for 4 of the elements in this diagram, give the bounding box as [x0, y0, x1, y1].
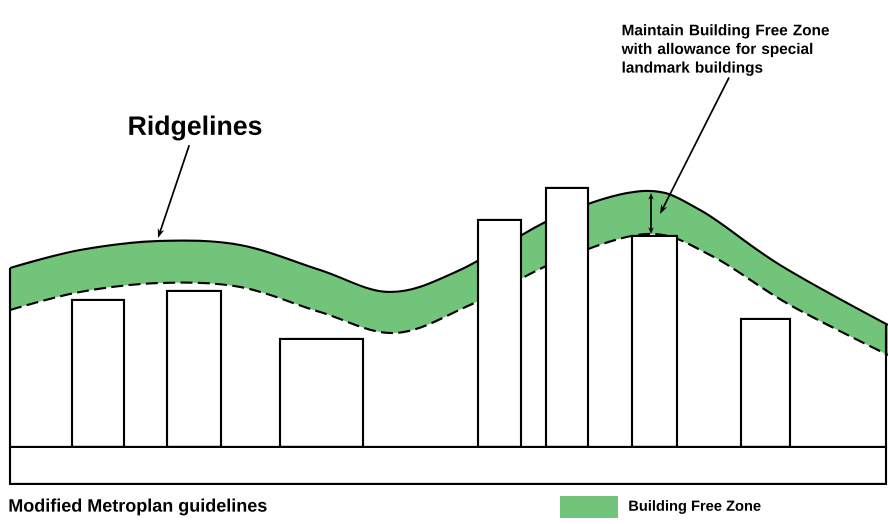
- legend-label: Building Free Zone: [629, 500, 761, 514]
- caption: Modified Metroplan guidelines: [10, 498, 267, 516]
- annotation-text: Maintain Building Free Zone with allowance for special landmark buildings: [622, 24, 829, 76]
- annotation-text: Ridgelines: [129, 116, 262, 140]
